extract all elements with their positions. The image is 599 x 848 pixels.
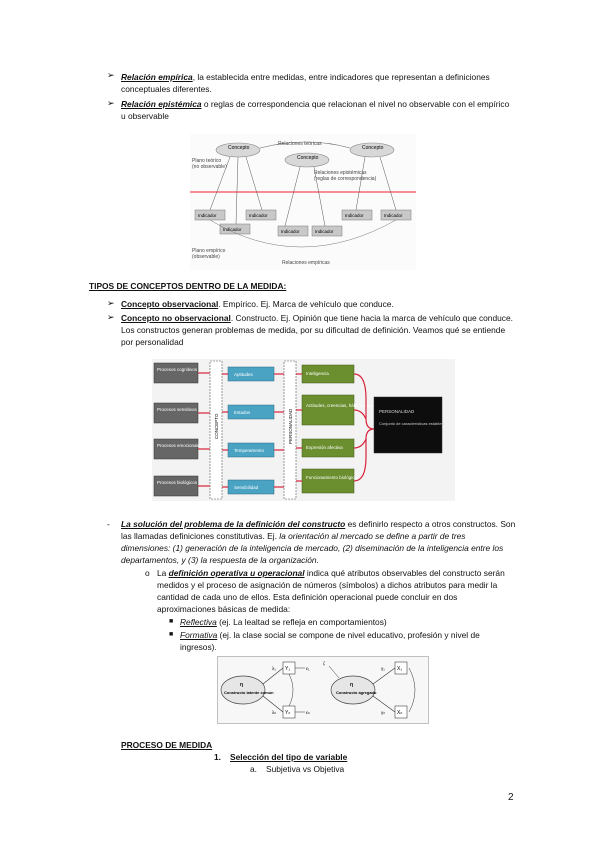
svg-text:Concepto: Concepto	[228, 145, 250, 151]
svg-text:Actitudes, creencias, hábitos: Actitudes, creencias, hábitos sociales	[306, 403, 382, 408]
bullet-arrow: ➢	[107, 98, 115, 108]
solucion-para-line1: La solución del problema de la definició…	[121, 519, 516, 529]
concepto-no-observacional-line2: Los constructos generan problemas de med…	[121, 325, 506, 335]
svg-text:Inteligencia: Inteligencia	[306, 371, 329, 376]
step1-number: 1.	[214, 752, 221, 762]
svg-text:Relaciones epistémicas: Relaciones epistémicas	[314, 170, 367, 176]
concepto-observacional-para: Concepto observacional. Empírico. Ej. Ma…	[121, 299, 394, 309]
relacion-epistemica-term: Relación epistémica	[121, 99, 202, 109]
svg-text:(reglas de correspondencia): (reglas de correspondencia)	[314, 176, 377, 182]
svg-text:Constructo latente común: Constructo latente común	[224, 690, 274, 695]
personality-diagram: Procesos cognitivos Procesos sensitivos …	[152, 359, 455, 501]
svg-text:Indicador: Indicador	[345, 213, 364, 218]
svg-text:X₁: X₁	[397, 666, 402, 672]
bullet-arrow: ➢	[107, 70, 115, 80]
svg-text:Procesos sensitivos: Procesos sensitivos	[157, 407, 198, 412]
relacion-epistemica-line2: u observable	[121, 111, 169, 121]
reflective-formative-diagram: η Constructo latente común Y₁ Yₙ λ₁ λₙ ε…	[217, 656, 429, 724]
relacion-empirica-term: Relación empírica	[121, 72, 193, 82]
svg-text:Procesos emocionales: Procesos emocionales	[157, 443, 203, 448]
relacion-empirica-para: Relación empírica, la establecida entre …	[121, 72, 490, 82]
reflectiva-item: Reflectiva (ej. La lealtad se refleja en…	[180, 617, 387, 627]
concepto-no-observacional-para: Concepto no observacional. Constructo. E…	[121, 313, 513, 323]
svg-text:Estados: Estados	[234, 410, 251, 415]
dash-bullet: -	[107, 519, 110, 529]
svg-text:ε₁: ε₁	[306, 666, 310, 671]
concepto-no-observacional-line3: por personalidad	[121, 337, 184, 347]
svg-text:Procesos biológicos: Procesos biológicos	[157, 480, 198, 485]
solucion-term: La solución del problema de la definició…	[121, 519, 346, 529]
svg-text:ζ: ζ	[323, 661, 325, 666]
svg-text:Procesos cognitivos: Procesos cognitivos	[157, 367, 198, 372]
svg-text:Funcionamiento biológico: Funcionamiento biológico	[306, 475, 358, 480]
step1a-label: Subjetiva vs Objetiva	[266, 764, 345, 774]
svg-text:γₙ: γₙ	[381, 710, 385, 715]
sub-bullet-o: o	[145, 568, 150, 578]
step1-label: Selección del tipo de variable	[230, 752, 348, 762]
svg-text:Y₁: Y₁	[285, 666, 290, 672]
svg-text:Constructo agregado: Constructo agregado	[336, 690, 377, 695]
svg-text:Indicador: Indicador	[384, 213, 403, 218]
svg-text:λₙ: λₙ	[272, 710, 276, 715]
formativa-item: Formativa (ej. la clase social se compon…	[180, 630, 480, 640]
svg-text:Indicador: Indicador	[198, 213, 217, 218]
concepto-observacional-term: Concepto observacional	[121, 299, 219, 309]
page-number: 2	[508, 792, 514, 803]
svg-text:PERSONALIDAD: PERSONALIDAD	[379, 409, 415, 414]
svg-text:(observable): (observable)	[192, 254, 220, 260]
svg-text:Aptitudes: Aptitudes	[234, 372, 254, 377]
bullet-arrow: ➢	[107, 298, 115, 308]
mid-boxes: Aptitudes Estados Temperamento Sensibili…	[227, 366, 275, 495]
svg-text:εₙ: εₙ	[306, 710, 310, 715]
svg-text:η: η	[350, 682, 353, 688]
relacion-epistemica-para: Relación epistémica o reglas de correspo…	[121, 99, 510, 109]
svg-text:Relaciones teóricas: Relaciones teóricas	[278, 141, 322, 147]
formativa-line2: ingresos).	[180, 642, 217, 652]
svg-text:Expresión afectiva: Expresión afectiva	[306, 445, 343, 450]
solucion-para-line4: departamentos, y (3) la respuesta de la …	[121, 555, 319, 565]
step1a-letter: a.	[250, 764, 257, 774]
svg-text:Sensibilidad: Sensibilidad	[234, 485, 259, 490]
svg-text:Indicador: Indicador	[249, 213, 268, 218]
square-bullet: ■	[169, 631, 174, 638]
bullet-arrow: ➢	[107, 312, 115, 322]
solucion-para-line3: dimensiones: (1) generación de la inteli…	[121, 543, 504, 553]
relacion-empirica-line2: conceptuales diferentes.	[121, 84, 212, 94]
svg-text:λ₁: λ₁	[272, 666, 276, 671]
left-boxes: Procesos cognitivos Procesos sensitivos …	[153, 362, 203, 497]
square-bullet: ■	[169, 618, 174, 625]
svg-text:Xₙ: Xₙ	[397, 710, 402, 716]
proceso-medida-heading: PROCESO DE MEDIDA	[121, 740, 213, 750]
svg-text:Indicador: Indicador	[281, 229, 300, 234]
svg-text:Indicador: Indicador	[315, 229, 334, 234]
svg-text:Plano teórico: Plano teórico	[192, 158, 221, 164]
definicion-operativa-line2: medidos y el proceso de asignación de nú…	[157, 580, 498, 590]
definicion-operativa-line3: cantidad de cada uno de ellos. Esta defi…	[157, 592, 458, 602]
svg-text:PERSONALIDAD: PERSONALIDAD	[288, 408, 293, 444]
svg-text:(no observable): (no observable)	[192, 164, 227, 170]
reflectiva-term: Reflectiva	[180, 617, 217, 627]
tipos-conceptos-heading: TIPOS DE CONCEPTOS DENTRO DE LA MEDIDA:	[89, 281, 287, 291]
svg-text:Concepto: Concepto	[362, 145, 384, 151]
definicion-operativa-line1: La definición operativa u operacional in…	[157, 568, 505, 578]
svg-text:Conjunto de características es: Conjunto de características estables	[379, 421, 443, 426]
svg-text:Yₙ: Yₙ	[285, 710, 290, 716]
svg-text:Temperamento: Temperamento	[234, 448, 265, 453]
svg-text:Plano empírico: Plano empírico	[192, 248, 226, 254]
svg-text:γ₁: γ₁	[381, 666, 385, 671]
formativa-term: Formativa	[180, 630, 218, 640]
svg-text:Relaciones empíricas: Relaciones empíricas	[282, 260, 330, 266]
solucion-para-line2: las llamadas definiciones constitutivas.…	[121, 531, 466, 541]
svg-text:Indicador: Indicador	[223, 227, 242, 232]
definicion-operativa-line4: aproximaciones básicas de medida:	[157, 604, 291, 614]
theoretical-empirical-diagram: Relaciones teóricas Concepto Concepto Co…	[190, 134, 416, 270]
definicion-operativa-term: definición operativa u operacional	[168, 568, 305, 578]
svg-text:η: η	[240, 682, 243, 688]
svg-text:Concepto: Concepto	[297, 155, 319, 161]
concepto-no-observacional-term: Concepto no observacional	[121, 313, 231, 323]
svg-text:CONCEPTO: CONCEPTO	[214, 413, 219, 439]
